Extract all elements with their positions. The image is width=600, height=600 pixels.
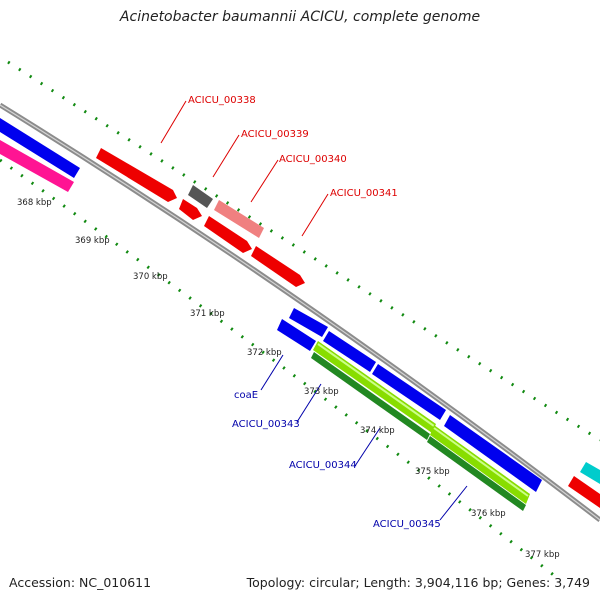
gene-label-acicu-00345[interactable]: ACICU_00345 bbox=[373, 519, 441, 530]
tick-label-375: 375 kbp bbox=[415, 467, 450, 477]
gene-green-2-stripe bbox=[433, 427, 529, 497]
gene-acicu-00344[interactable] bbox=[372, 364, 446, 420]
gene-acicu-00339b[interactable] bbox=[179, 199, 202, 220]
inner-dotted-track bbox=[0, 158, 561, 582]
leader-acicu-00344 bbox=[354, 427, 381, 467]
leader-acicu-00339 bbox=[212, 134, 240, 178]
gene-green-dark-2[interactable] bbox=[427, 436, 526, 511]
gene-blue-left[interactable] bbox=[0, 118, 80, 178]
gene-label-acicu-00338[interactable]: ACICU_00338 bbox=[188, 95, 256, 106]
gene-label-acicu-00339[interactable]: ACICU_00339 bbox=[241, 129, 309, 140]
gene-green-2[interactable] bbox=[430, 425, 530, 504]
gene-green-1-stripe bbox=[317, 343, 435, 427]
gene-label-coae[interactable]: coaE bbox=[234, 390, 258, 401]
topology-text: Topology: circular; Length: 3,904,116 bp… bbox=[246, 575, 590, 590]
gene-acicu-00340[interactable] bbox=[214, 200, 264, 238]
map-title: Acinetobacter baumannii ACICU, complete … bbox=[119, 9, 481, 25]
tick-label-374: 374 kbp bbox=[360, 426, 395, 436]
tick-label-372: 372 kbp bbox=[247, 348, 282, 358]
tick-label-371: 371 kbp bbox=[190, 309, 225, 319]
gene-green-dark-1[interactable] bbox=[311, 352, 430, 440]
gene-coae[interactable] bbox=[289, 308, 328, 337]
leader-acicu-00341 bbox=[301, 193, 329, 237]
gene-acicu-00339[interactable] bbox=[188, 185, 213, 208]
gene-red-right[interactable] bbox=[568, 476, 600, 508]
gene-acicu-00338[interactable] bbox=[96, 148, 177, 202]
backbone-highlight bbox=[0, 104, 600, 521]
leader-acicu-00343 bbox=[296, 383, 322, 423]
leader-acicu-00340 bbox=[250, 159, 279, 203]
gene-label-acicu-00344[interactable]: ACICU_00344 bbox=[289, 460, 357, 471]
gene-cyan-right[interactable] bbox=[580, 462, 600, 484]
leader-coae bbox=[260, 354, 284, 391]
tick-label-377: 377 kbp bbox=[525, 550, 560, 560]
accession-text: Accession: NC_010611 bbox=[9, 575, 152, 590]
leader-acicu-00345 bbox=[439, 485, 468, 521]
tick-label-373: 373 kbp bbox=[304, 387, 339, 397]
tick-label-369: 369 kbp bbox=[75, 236, 110, 246]
gene-label-acicu-00343[interactable]: ACICU_00343 bbox=[232, 419, 300, 430]
gene-magenta-left[interactable] bbox=[0, 140, 74, 192]
gene-acicu-00341[interactable] bbox=[251, 246, 305, 287]
gene-green-1[interactable] bbox=[313, 341, 436, 433]
gene-label-acicu-00341[interactable]: ACICU_00341 bbox=[330, 188, 398, 199]
gene-label-acicu-00340[interactable]: ACICU_00340 bbox=[279, 154, 347, 165]
tick-label-370: 370 kbp bbox=[133, 272, 168, 282]
leader-acicu-00338 bbox=[160, 100, 187, 144]
gene-acicu-00345[interactable] bbox=[444, 415, 542, 492]
gene-acicu-00340b[interactable] bbox=[204, 216, 252, 253]
tick-label-368: 368 kbp bbox=[17, 198, 52, 208]
gene-coae-b[interactable] bbox=[277, 319, 316, 351]
tick-label-376: 376 kbp bbox=[471, 509, 506, 519]
gene-acicu-00343[interactable] bbox=[323, 331, 376, 372]
